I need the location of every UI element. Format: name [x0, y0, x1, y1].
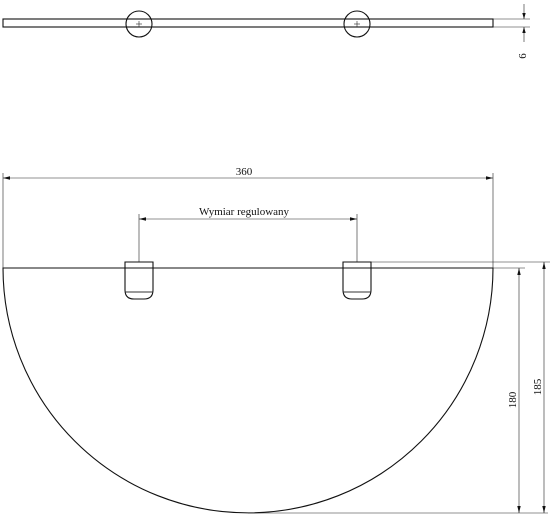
shelf-edge-profile — [2, 18, 494, 28]
adjustable-span-dimension — [138, 214, 358, 262]
shelf-outline — [2, 267, 494, 514]
depth-glass-label: 180 — [507, 391, 519, 408]
depth-dimension-total — [371, 261, 550, 513]
depth-dimension-glass — [248, 267, 548, 514]
thickness-label: 6 — [517, 53, 529, 59]
side-view: 6 — [2, 4, 530, 59]
thickness-dimension — [493, 4, 530, 42]
plan-view: 360 Wymiar regulowany 180 — [2, 166, 550, 514]
bracket-left-plan — [124, 261, 154, 300]
bracket-left-side — [125, 10, 153, 38]
width-label: 360 — [236, 166, 253, 178]
width-dimension — [2, 173, 494, 268]
adjustable-span-label: Wymiar regulowany — [199, 206, 290, 218]
bracket-right-plan — [342, 261, 372, 300]
bracket-right-side — [343, 10, 371, 38]
depth-total-label: 185 — [532, 378, 544, 395]
